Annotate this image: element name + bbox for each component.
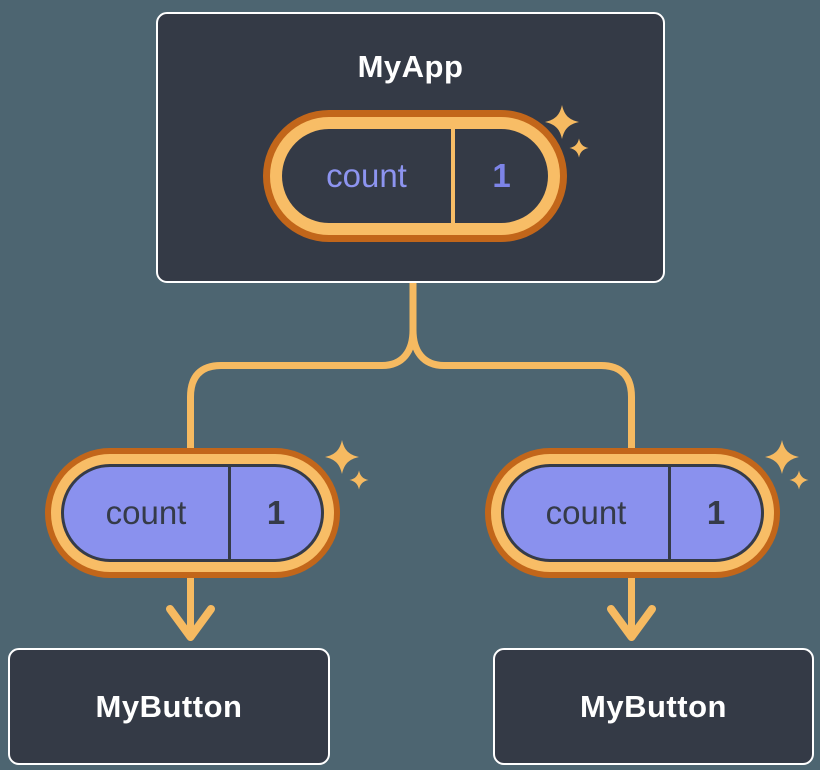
- node-mybutton-left: MyButton: [8, 648, 330, 765]
- state-name: count: [545, 494, 627, 531]
- state-pill-left-core: count 1: [61, 464, 324, 562]
- state-pill-root: count 1: [263, 110, 567, 242]
- node-mybutton-label: MyButton: [95, 688, 243, 724]
- state-pill-right-ring: count 1: [491, 454, 774, 572]
- arrow-down-icon: [607, 605, 656, 641]
- state-value: 1: [706, 494, 726, 531]
- sparkle-icon: [325, 440, 359, 474]
- pill-divider: [451, 129, 455, 223]
- node-mybutton-right: MyButton: [493, 648, 814, 765]
- state-name: count: [105, 494, 187, 531]
- state-pill-right: count 1: [485, 448, 780, 578]
- pill-divider: [668, 467, 671, 559]
- arrow-down-icon: [166, 605, 215, 641]
- state-name: count: [326, 157, 407, 194]
- state-value: 1: [492, 157, 511, 194]
- state-pill-left: count 1: [45, 448, 340, 578]
- node-mybutton-label: MyButton: [580, 688, 727, 724]
- node-myapp-label: MyApp: [357, 49, 464, 84]
- state-pill-left-ring: count 1: [51, 454, 334, 572]
- state-value: 1: [266, 494, 286, 531]
- state-pill-right-core: count 1: [501, 464, 764, 562]
- state-pill-root-ring: count 1: [270, 117, 560, 235]
- sparkle-icon: [789, 470, 809, 490]
- sparkle-icon: [349, 470, 369, 490]
- state-pill-root-core: count 1: [282, 129, 548, 223]
- sparkle-icon: [765, 440, 799, 474]
